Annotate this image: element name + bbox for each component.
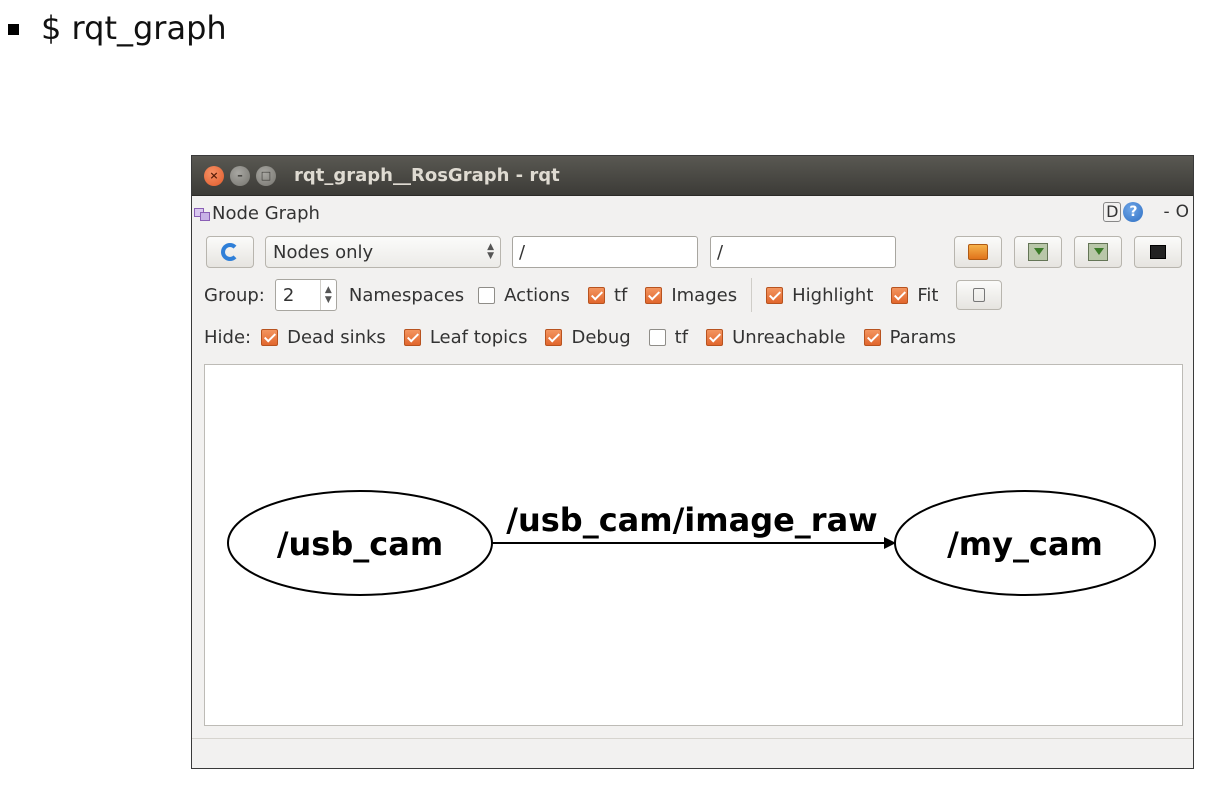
- option-label: Highlight: [792, 284, 874, 306]
- bullet-marker: [8, 23, 19, 35]
- window-close-button[interactable]: ×: [204, 165, 224, 186]
- option-label: Unreachable: [732, 326, 846, 348]
- window-title: rqt_graph__RosGraph - rqt: [294, 165, 560, 186]
- graph-canvas[interactable]: /usb_cam/image_raw /usb_cam /my_cam: [204, 364, 1183, 726]
- node-label-my-cam: /my_cam: [947, 525, 1103, 563]
- dock-button[interactable]: D: [1103, 202, 1122, 222]
- fit-in-view-button[interactable]: [956, 280, 1003, 310]
- namespaces-label: Namespaces: [348, 284, 465, 306]
- group-options-row: Group: 2 ▲▼ Namespaces Actions tf Images…: [192, 274, 1193, 316]
- node-graph-plugin-icon: [194, 206, 210, 221]
- screenshot-icon: [1150, 245, 1166, 259]
- option-label: Dead sinks: [287, 326, 386, 348]
- toolbar-separator: [751, 278, 753, 312]
- group-label: Group:: [204, 284, 265, 306]
- node-filter-input[interactable]: /: [512, 236, 698, 268]
- save-dot-button[interactable]: [1014, 236, 1062, 268]
- maximize-icon: □: [260, 169, 272, 182]
- node-label-usb-cam: /usb_cam: [277, 525, 443, 563]
- plugin-title: Node Graph: [212, 202, 320, 224]
- checkbox-hide-tf[interactable]: [648, 328, 666, 346]
- save-image-button[interactable]: [1134, 236, 1182, 268]
- checkbox-leaf-topics[interactable]: [403, 328, 421, 346]
- save-icon: [1028, 243, 1048, 261]
- option-leaf-topics[interactable]: Leaf topics: [403, 326, 528, 348]
- option-actions[interactable]: Actions: [478, 285, 570, 306]
- slide-bullet: $ rqt_graph: [8, 6, 227, 50]
- save-svg-button[interactable]: [1074, 236, 1122, 268]
- graph-toolbar: Nodes only ▲▼ / /: [192, 230, 1193, 274]
- checkbox-highlight[interactable]: [766, 286, 784, 304]
- option-label: Params: [889, 326, 957, 348]
- option-unreachable[interactable]: Unreachable: [706, 327, 846, 348]
- folder-icon: [968, 244, 988, 260]
- hide-options-row: Hide: Dead sinks Leaf topics Debug tf Un…: [192, 316, 1193, 358]
- select-arrows-icon: ▲▼: [487, 242, 494, 261]
- group-value: 2: [282, 284, 295, 306]
- checkbox-dead-sinks[interactable]: [261, 328, 279, 346]
- help-icon[interactable]: ?: [1123, 202, 1144, 222]
- window-minimize-button[interactable]: –: [230, 165, 250, 186]
- option-label: Actions: [504, 284, 570, 306]
- option-label: Leaf topics: [429, 326, 528, 348]
- status-bar: [192, 738, 1193, 768]
- option-hide-tf[interactable]: tf: [648, 326, 689, 348]
- group-spinbox[interactable]: 2 ▲▼: [274, 279, 337, 311]
- fit-icon: [973, 288, 986, 302]
- graph-node-usb-cam[interactable]: [227, 490, 493, 596]
- plugin-close-button[interactable]: O: [1175, 202, 1189, 222]
- topic-filter-value: /: [717, 241, 724, 263]
- ros-graph: /usb_cam/image_raw /usb_cam /my_cam: [227, 490, 1156, 596]
- checkbox-images[interactable]: [645, 286, 663, 304]
- hide-label: Hide:: [204, 326, 252, 348]
- option-fit[interactable]: Fit: [891, 285, 938, 306]
- command-text: $ rqt_graph: [41, 9, 227, 47]
- graph-mode-select[interactable]: Nodes only ▲▼: [265, 236, 501, 268]
- option-label: Fit: [917, 284, 939, 306]
- checkbox-params[interactable]: [863, 328, 881, 346]
- window-titlebar: × – □ rqt_graph__RosGraph - rqt: [192, 156, 1193, 196]
- option-label: Images: [671, 284, 738, 306]
- checkbox-debug[interactable]: [545, 328, 563, 346]
- checkbox-tf[interactable]: [587, 286, 605, 304]
- edge-label-image-raw: /usb_cam/image_raw: [506, 501, 877, 539]
- option-params[interactable]: Params: [863, 326, 957, 348]
- close-icon: ×: [209, 169, 219, 182]
- option-label: tf: [674, 326, 689, 348]
- graph-node-my-cam[interactable]: [894, 490, 1156, 596]
- rqt-window: × – □ rqt_graph__RosGraph - rqt Node Gra…: [191, 155, 1194, 769]
- plugin-minimize-button[interactable]: -: [1163, 202, 1170, 222]
- refresh-button[interactable]: [206, 236, 254, 268]
- option-highlight[interactable]: Highlight: [766, 285, 873, 306]
- minimize-icon: –: [237, 169, 243, 182]
- option-dead-sinks[interactable]: Dead sinks: [261, 327, 386, 348]
- checkbox-unreachable[interactable]: [706, 328, 724, 346]
- save-image-icon: [1088, 243, 1108, 261]
- window-maximize-button[interactable]: □: [256, 165, 276, 186]
- option-tf[interactable]: tf: [587, 284, 628, 306]
- plugin-header: Node Graph D ? - O: [192, 196, 1193, 230]
- topic-filter-input[interactable]: /: [710, 236, 896, 268]
- refresh-icon: [221, 243, 239, 261]
- option-debug[interactable]: Debug: [545, 326, 631, 348]
- spin-arrows-icon[interactable]: ▲▼: [319, 280, 336, 310]
- graph-mode-value: Nodes only: [273, 241, 374, 263]
- load-dot-button[interactable]: [954, 236, 1002, 268]
- plugin-controls: D ? - O: [1103, 202, 1189, 222]
- option-label: Debug: [571, 326, 631, 348]
- node-filter-value: /: [519, 241, 526, 263]
- checkbox-actions[interactable]: [478, 286, 496, 304]
- option-label: tf: [613, 284, 628, 306]
- option-images[interactable]: Images: [645, 285, 737, 306]
- checkbox-fit[interactable]: [891, 286, 909, 304]
